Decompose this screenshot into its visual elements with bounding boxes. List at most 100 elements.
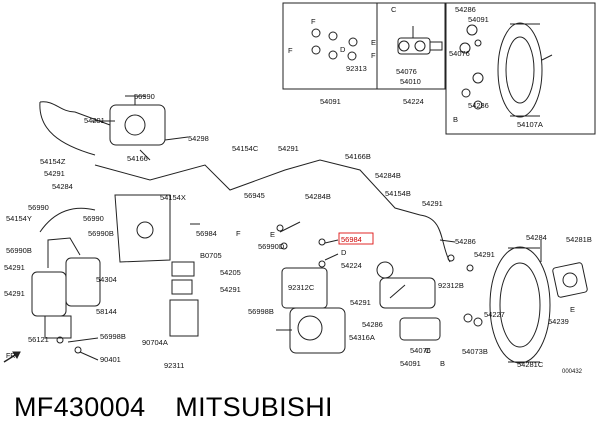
part-label: 54316A [349, 333, 375, 342]
part-label: 54298 [188, 134, 209, 143]
part-label: 54291 [44, 169, 65, 178]
bracket-54166 [114, 194, 171, 263]
part-labels: 56990 54291 54298 54154Z 54166 54291 542… [4, 5, 592, 375]
part-label: 54010 [400, 77, 421, 86]
brand-name: MITSUBISHI [175, 392, 333, 422]
part-label: E [570, 305, 575, 314]
part-label: 54154C [232, 144, 259, 153]
part-label: 54154X [160, 193, 186, 202]
part-label: 56990 [83, 214, 104, 223]
inset-box-54010 [376, 2, 446, 90]
part-label: 54091 [468, 15, 489, 24]
part-label: F [311, 17, 316, 26]
vacuum-pump-56990 [109, 95, 166, 146]
part-label: 54304 [96, 275, 117, 284]
part-label: 54286 [455, 5, 476, 14]
part-label: 54291 [422, 199, 443, 208]
hose-54154x [39, 207, 96, 233]
part-label: C [425, 346, 431, 355]
part-label: 90401 [100, 355, 121, 364]
hose-54154z-upper [39, 101, 111, 126]
part-label: 54291 [84, 116, 105, 125]
part-label: F [288, 46, 293, 55]
part-label: 54154B [385, 189, 411, 198]
part-label: 54076 [396, 67, 417, 76]
part-label: 56945 [244, 191, 265, 200]
hose-56990 [47, 237, 81, 268]
part-label: 56121 [28, 335, 49, 344]
part-label: 90704A [142, 338, 168, 347]
part-label: 54286 [362, 320, 383, 329]
part-label: 92313 [346, 64, 367, 73]
part-label: 54284B [375, 171, 401, 180]
part-label: 58144 [96, 307, 117, 316]
direction-label: FR [6, 353, 15, 360]
part-label: B0705 [200, 251, 222, 260]
part-label: 54205 [220, 268, 241, 277]
part-label: E [371, 38, 376, 47]
part-label: 54091 [400, 359, 421, 368]
part-label: E [270, 230, 275, 239]
part-label: 54291 [220, 285, 241, 294]
part-label: 54291 [4, 263, 25, 272]
part-label: 54286 [455, 237, 476, 246]
part-label: 54281C [517, 360, 544, 369]
part-label: 56998B [100, 332, 126, 341]
part-label: 54284 [52, 182, 73, 191]
part-label: 54166B [345, 152, 371, 161]
part-label: 54284 [526, 233, 547, 242]
part-label: 56984 [341, 235, 362, 244]
master-cylinder-inset [397, 26, 443, 55]
canisters [31, 257, 101, 339]
part-label: 56984 [196, 229, 217, 238]
master-cylinder [376, 261, 441, 341]
part-label: 54076 [410, 346, 431, 355]
part-label: 92312C [288, 283, 315, 292]
hose-54154z [39, 101, 96, 156]
part-label: F [371, 51, 376, 60]
part-label: 54291 [278, 144, 299, 153]
part-b0705 [171, 279, 193, 295]
part-label: D [340, 45, 346, 54]
highlight-box [338, 232, 374, 245]
corner-code: 000432 [562, 369, 583, 375]
part-label: 54281B [566, 235, 592, 244]
gasket-54239 [552, 262, 588, 298]
inset-box-54107a [445, 2, 596, 135]
part-label: 54239 [548, 317, 569, 326]
brake-booster [489, 246, 551, 364]
part-label: 54166 [127, 154, 148, 163]
part-label: 54073B [462, 347, 488, 356]
part-label: C [391, 5, 397, 14]
part-label: D [341, 248, 347, 257]
part-label: 56990B [6, 246, 32, 255]
hose-54154b [419, 214, 451, 263]
part-label: 54291 [4, 289, 25, 298]
fr-arrow [3, 351, 21, 363]
part-label: 54291 [350, 298, 371, 307]
part-label: 54091 [320, 97, 341, 106]
part-label: 54224 [341, 261, 362, 270]
part-label: 92311 [164, 361, 184, 370]
part-label: 56990 [28, 203, 49, 212]
part-label: B [453, 115, 458, 124]
part-label: 54076 [449, 49, 470, 58]
part-label: 54154Z [40, 157, 66, 166]
brake-booster-inset [497, 22, 553, 118]
part-label: 56990D [258, 242, 285, 251]
part-label: 56990 [134, 92, 155, 101]
part-90704a [169, 299, 199, 337]
part-label: 54154Y [6, 214, 32, 223]
booster-hardware-inset [459, 24, 484, 110]
hardware-inset-92313 [311, 28, 358, 61]
part-label: 92312B [438, 281, 464, 290]
part-label: F [236, 229, 241, 238]
part-92312b [171, 261, 195, 277]
part-label: 54224 [403, 97, 424, 106]
part-label: 56990B [88, 229, 114, 238]
part-label: 54286 [468, 101, 489, 110]
part-label: 54227 [484, 310, 505, 319]
caption: MF430004 MITSUBISHI [14, 392, 355, 423]
part-label: 56998B [248, 307, 274, 316]
tube-54154c [94, 159, 421, 216]
